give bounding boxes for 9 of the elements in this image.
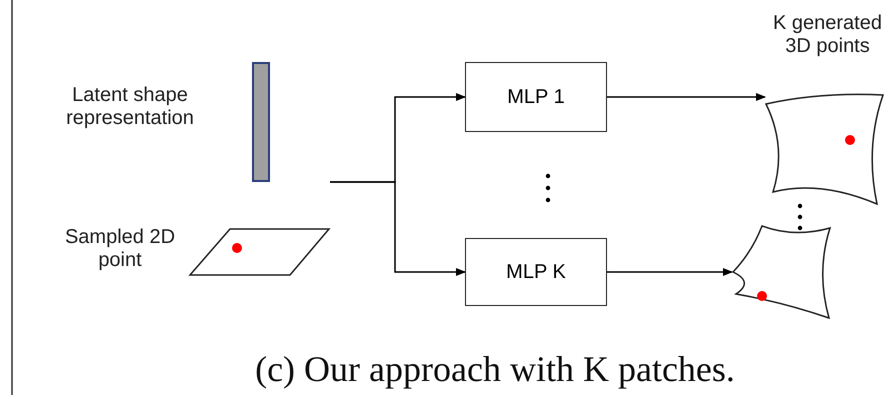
arrow <box>607 268 733 276</box>
figure-caption: (c) Our approach with K patches. <box>254 348 736 390</box>
arrow <box>330 181 466 276</box>
input-label: Sampled 2D point <box>64 226 176 272</box>
process-box: MLP 1 <box>465 62 607 132</box>
input-label: Latent shape representation <box>65 84 195 130</box>
process-box: MLP K <box>465 238 607 306</box>
output-label: K generated 3D points <box>772 12 883 58</box>
arrow <box>607 93 766 101</box>
